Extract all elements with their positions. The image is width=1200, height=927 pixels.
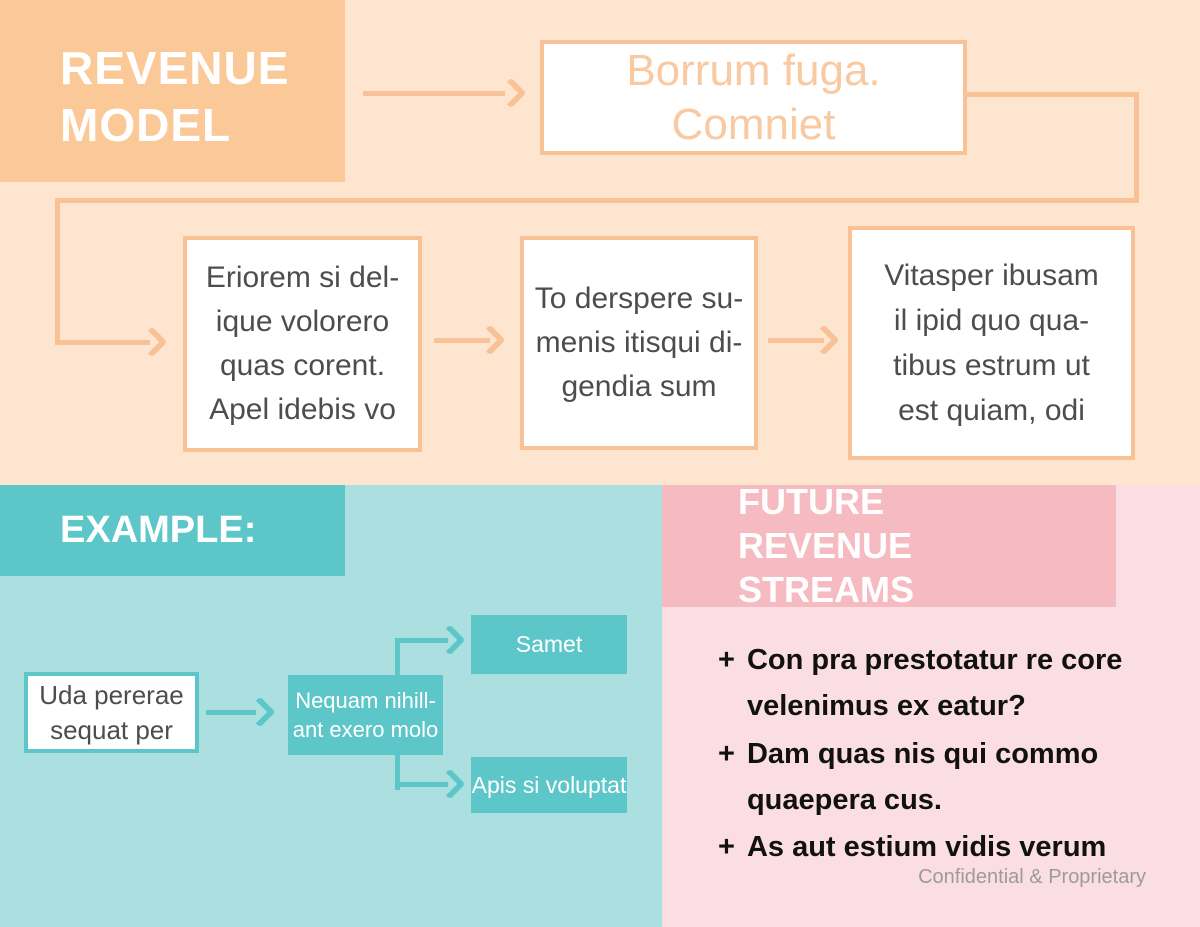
arrow-step1-to-step2-line [434,338,490,343]
bullet-plus-icon: + [718,738,735,770]
step-box-3-label: Vitasper ibusam il ipid quo qua- tibus e… [884,259,1099,427]
bullet-text: Dam quas nis qui commo quaepera cus. [746,738,1099,816]
branch-box-apis: Apis si voluptat [471,757,627,813]
connector-segment [55,198,1139,203]
topbox-borrum: Borrum fuga. Comniet [540,40,967,155]
example-start-box: Uda pererae sequat per [24,672,199,753]
example-title: EXAMPLE: [60,509,257,551]
branch-down-connector [395,782,448,787]
branch-up-connector [395,638,400,675]
bullet-item: + Con pra prestotatur re core velenimus … [718,637,1148,729]
arrow-start-to-middle-line [206,710,256,715]
bullet-item: + Dam quas nis qui commo quaepera cus. [718,731,1148,823]
example-start-label: Uda pererae sequat per [39,679,184,745]
connector-segment [965,92,1139,97]
example-header-box: EXAMPLE: [0,485,345,576]
arrow-title-to-topbox-line [363,91,505,96]
bullet-text: As aut estium vidis verum [746,831,1107,863]
bullet-text: Con pra prestotatur re core velenimus ex… [746,644,1123,722]
branch-down-connector [395,755,400,790]
topbox-borrum-label: Borrum fuga. Comniet [626,45,881,149]
step-box-1-label: Eriorem si del- ique volorero quas coren… [205,261,400,426]
future-header-box: FUTURE REVENUE STREAMS [662,481,1116,610]
branch-box-samet-label: Samet [515,631,583,657]
step-box-1: Eriorem si del- ique volorero quas coren… [183,236,422,452]
revenue-title: REVENUE MODEL [60,42,290,151]
arrow-step2-to-step3-line [768,338,824,343]
branch-box-samet: Samet [471,615,627,674]
revenue-title-box: REVENUE MODEL [0,0,345,182]
connector-segment [55,198,60,345]
example-middle-box: Nequam nihill- ant exero molo [288,675,443,755]
step-box-2: To derspere su- menis itisqui di- gendia… [520,236,758,450]
future-title: FUTURE REVENUE STREAMS [738,481,915,610]
branch-up-connector [395,638,448,643]
example-middle-label: Nequam nihill- ant exero molo [292,688,439,742]
bullet-plus-icon: + [718,831,735,863]
connector-segment [1134,92,1139,203]
branch-box-apis-label: Apis si voluptat [471,771,627,798]
step-box-2-label: To derspere su- menis itisqui di- gendia… [534,282,744,403]
bullet-plus-icon: + [718,644,735,676]
step-box-3: Vitasper ibusam il ipid quo qua- tibus e… [848,226,1135,460]
bullet-item: + As aut estium vidis verum [718,824,1148,870]
confidential-note: Confidential & Proprietary [918,866,1146,888]
connector-segment [55,340,150,345]
